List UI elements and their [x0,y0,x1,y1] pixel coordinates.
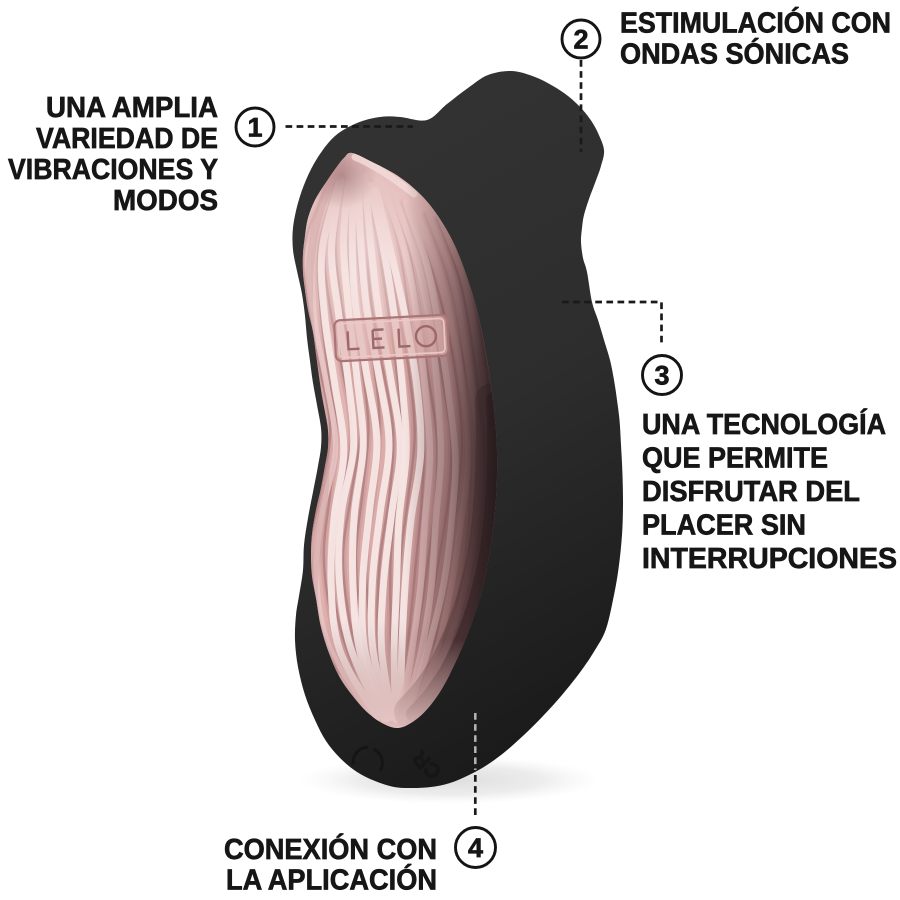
svg-text:VARIEDAD DE: VARIEDAD DE [36,123,218,155]
svg-text:ESTIMULACIÓN CON: ESTIMULACIÓN CON [620,6,891,40]
svg-text:VIBRACIONES Y: VIBRACIONES Y [8,154,218,186]
svg-text:DISFRUTAR DEL: DISFRUTAR DEL [642,476,860,508]
svg-text:4: 4 [468,833,483,863]
svg-text:ONDAS SÓNICAS: ONDAS SÓNICAS [620,37,849,71]
svg-text:INTERRUPCIONES: INTERRUPCIONES [642,543,897,575]
svg-text:2: 2 [573,25,588,55]
svg-text:UNA AMPLIA: UNA AMPLIA [46,92,218,124]
svg-text:PLACER SIN: PLACER SIN [642,510,806,542]
svg-text:QUE PERMITE: QUE PERMITE [642,443,828,475]
svg-text:LA APLICACIÓN: LA APLICACIÓN [226,863,437,897]
svg-text:CONEXIÓN CON: CONEXIÓN CON [224,832,437,866]
svg-text:MODOS: MODOS [113,185,218,217]
svg-text:UNA TECNOLOGÍA: UNA TECNOLOGÍA [642,407,886,441]
svg-text:1: 1 [247,113,262,143]
svg-text:3: 3 [654,361,669,391]
